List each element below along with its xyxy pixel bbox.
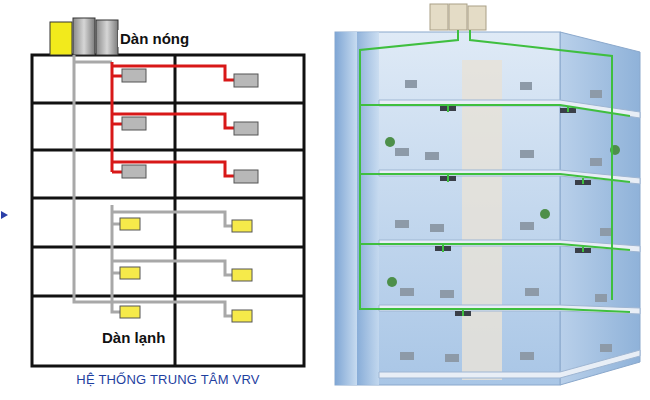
building-3d-part <box>435 106 591 316</box>
building-3d-part-part <box>360 244 630 312</box>
building-3d-part-part <box>440 290 454 298</box>
indoor-units-grey-part <box>122 165 146 178</box>
building-3d-part-part <box>447 174 449 182</box>
indoor-units-grey-part <box>122 117 146 130</box>
building-3d-part-part <box>520 150 534 158</box>
indoor-units-yellow-part <box>232 220 252 232</box>
building-3d-part <box>335 32 560 385</box>
building-3d-part-part <box>430 4 448 30</box>
grey-pipe-part <box>74 55 112 302</box>
indoor-units-yellow-part <box>232 310 252 322</box>
building-3d-part-part <box>360 105 630 182</box>
indoor-units-grey-part <box>234 74 258 87</box>
building-3d-part-part <box>440 106 456 111</box>
building-3d-part <box>385 137 620 287</box>
building-3d-part-part <box>379 170 640 184</box>
grey-pipe <box>74 55 232 316</box>
indoor-units-grey <box>122 69 258 183</box>
building-3d-part-part <box>395 148 409 156</box>
building-3d-part-part <box>385 137 395 147</box>
building-3d-part <box>360 30 630 316</box>
indoor-units-yellow-part <box>120 306 140 318</box>
building-3d-part-part <box>540 209 550 219</box>
outdoor-units-part <box>73 18 95 55</box>
building-3d-part-part <box>582 247 584 252</box>
building-3d-part-part <box>468 6 486 30</box>
building-3d-part-part <box>600 228 612 236</box>
building-3d-part-part <box>595 294 607 302</box>
indoor-units-grey-part <box>234 170 258 183</box>
building-3d-part-part <box>400 352 414 360</box>
indoor-units-grey-part <box>234 122 258 135</box>
grey-pipe-part <box>112 223 120 226</box>
building-3d-part-part <box>430 224 444 232</box>
red-pipe-part <box>112 171 122 174</box>
indoor-units-yellow <box>120 218 252 322</box>
building-3d-part-part <box>387 277 397 287</box>
building-3d-part-part <box>395 220 409 228</box>
building-3d-part-part <box>379 100 640 118</box>
building-3d-part-part <box>520 222 534 230</box>
building-3d-part-part <box>470 30 612 300</box>
building-3d-part-part <box>590 90 602 98</box>
building-3d-part-part <box>520 352 534 360</box>
building-3d-part-part <box>425 152 439 160</box>
building-3d-part-part <box>590 158 602 166</box>
building-3d-part-part <box>400 288 414 296</box>
building-3d-part-part <box>567 106 569 112</box>
building-3d-part-part <box>447 105 449 112</box>
building-3d-part-part <box>405 80 417 88</box>
grey-pipe-part <box>112 272 120 275</box>
pointer-arrow <box>1 211 8 219</box>
grey-pipe-part <box>74 61 112 64</box>
building-3d-part-part <box>442 244 444 252</box>
outdoor-units-part <box>96 20 118 55</box>
red-pipe <box>112 62 234 176</box>
building-3d-part-part <box>582 178 584 184</box>
building-3d-part-part <box>449 4 467 30</box>
building-3d-part-part <box>520 82 532 90</box>
building-3d <box>335 4 640 385</box>
building-3d-part-part <box>575 248 591 253</box>
part-label: Dàn lạnh <box>100 329 167 346</box>
building-3d-part <box>560 32 640 385</box>
building-3d-part-part <box>462 309 464 316</box>
building-3d-part <box>462 60 502 380</box>
building-3d-part-part <box>379 350 640 378</box>
building-frame <box>32 55 304 366</box>
building-3d-part-part <box>445 354 459 362</box>
building-3d-part <box>379 100 640 378</box>
outdoor-units <box>50 18 118 55</box>
building-3d-part <box>395 80 612 362</box>
outdoor-units-part <box>50 22 72 55</box>
building-frame-part <box>32 55 304 366</box>
building-3d-part <box>335 32 357 385</box>
pointer-arrow-part <box>1 211 8 219</box>
building-3d-part-part <box>360 174 630 250</box>
diagram-caption: HỆ THỐNG TRUNG TÂM VRV <box>76 373 259 388</box>
grey-pipe-part <box>111 205 114 302</box>
red-pipe-part <box>111 62 114 172</box>
part-label: Dàn nóng <box>118 30 191 47</box>
building-3d-part-part <box>379 240 640 252</box>
indoor-units-yellow-part <box>120 218 140 230</box>
indoor-units-yellow-part <box>120 267 140 279</box>
building-3d-part-part <box>525 288 539 296</box>
building-3d-part <box>430 4 486 30</box>
red-pipe-part <box>112 75 122 78</box>
red-pipe-part <box>112 123 122 126</box>
building-3d-part-part <box>600 344 612 352</box>
indoor-units-grey-part <box>122 69 146 82</box>
indoor-units-yellow-part <box>232 269 252 281</box>
